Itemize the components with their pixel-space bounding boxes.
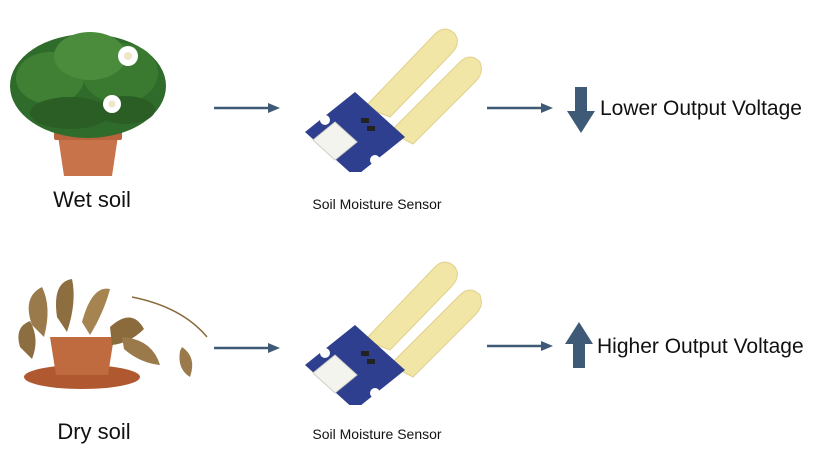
- sensor-label-wet: Soil Moisture Sensor: [312, 196, 442, 212]
- lower-output-voltage-label: Lower Output Voltage: [600, 97, 802, 120]
- higher-output-voltage-label: Higher Output Voltage: [597, 335, 804, 358]
- healthy-plant-image: [10, 32, 166, 176]
- arrow-right-icon: [487, 341, 553, 351]
- arrow-down-icon: [567, 87, 595, 133]
- dry-soil-label: Dry soil: [57, 419, 131, 444]
- row-wet-soil: Wet soil Soil Moisture Sensor Lower Outp…: [0, 0, 828, 225]
- arrow-right-icon: [214, 103, 280, 113]
- arrow-right-icon: [487, 103, 553, 113]
- soil-moisture-sensor-image: [305, 261, 482, 405]
- arrow-right-icon: [214, 343, 280, 353]
- arrow-up-icon: [565, 322, 593, 368]
- row-dry-soil: Dry soil Soil Moisture Sensor Higher Out…: [0, 225, 828, 451]
- wilted-plant-image: [18, 279, 208, 389]
- sensor-label-dry: Soil Moisture Sensor: [312, 426, 442, 442]
- soil-moisture-sensor-image: [305, 28, 482, 172]
- wet-soil-label: Wet soil: [53, 187, 131, 212]
